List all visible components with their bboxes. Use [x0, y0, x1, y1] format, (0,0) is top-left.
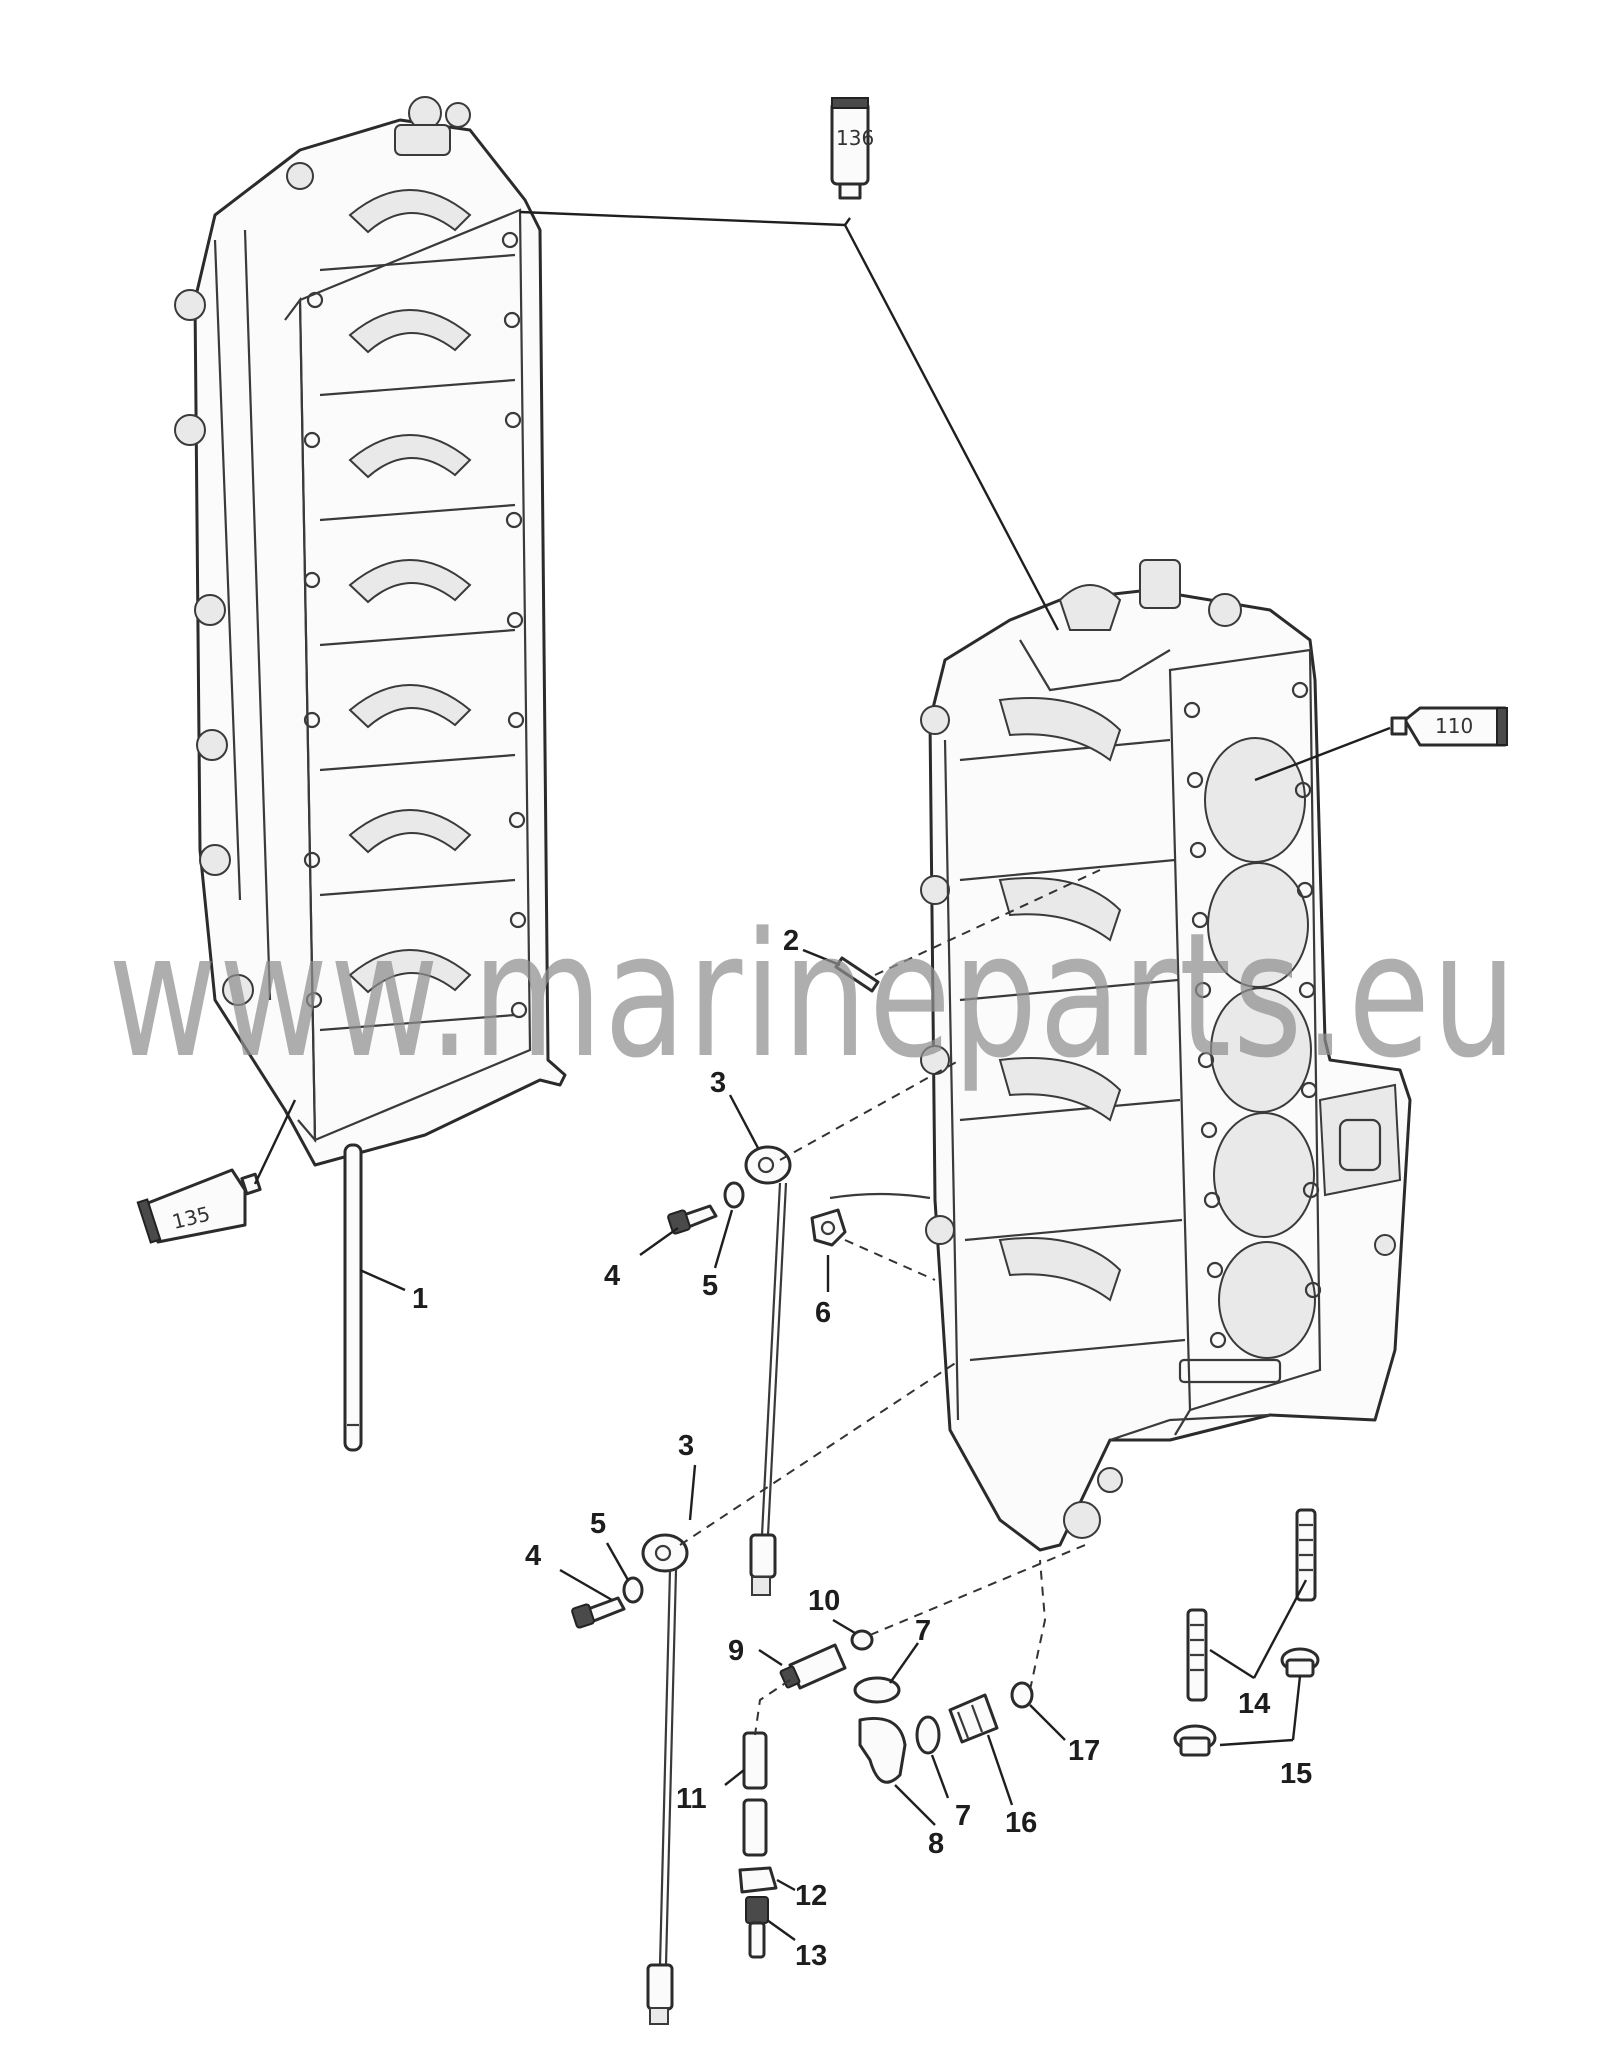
- callout-2: 2: [783, 925, 799, 957]
- callout-9: 9: [728, 1635, 744, 1667]
- part-4-bolt-lower: [571, 1596, 626, 1629]
- callout-16: 16: [1005, 1807, 1037, 1839]
- tube-label-136: 136: [836, 126, 874, 150]
- part-15-plugs: [1173, 1647, 1320, 1757]
- cylinder-block-right: [920, 559, 1412, 1552]
- cylinder-bores: [1204, 737, 1316, 1359]
- part-9-fitting: [779, 1643, 847, 1690]
- callout-4-upper: 4: [604, 1260, 620, 1292]
- callout-10: 10: [808, 1585, 840, 1617]
- callout-1: 1: [412, 1283, 428, 1315]
- alignment-lines: [679, 869, 1101, 1736]
- head-bolt-holes: [1183, 681, 1322, 1349]
- callout-7-lower: 7: [955, 1800, 971, 1832]
- sealant-tube-135: 135: [136, 1168, 262, 1244]
- part-7-clamp-lower: [915, 1715, 941, 1755]
- part-1-dowel-tube: [343, 1143, 363, 1452]
- sealant-tube-136: 136: [830, 97, 874, 200]
- part-12-clamp: [738, 1866, 778, 1894]
- part-10-o-ring: [850, 1629, 874, 1651]
- part-14-studs: [1186, 1508, 1317, 1702]
- part-16-fitting: [948, 1693, 999, 1744]
- callout-17: 17: [1068, 1735, 1100, 1767]
- sealant-tube-110: 110: [1390, 706, 1508, 747]
- callout-numbers: 1 2 3 4 5 6 3 5 4 10 9 7 17 16 7 8 11 12…: [412, 925, 1312, 1972]
- part-3-knock-sensor-upper: [744, 1145, 792, 1596]
- part-13-sender: [745, 1896, 769, 1959]
- part-3-knock-sensor-lower: [641, 1533, 689, 2025]
- main-bearing-saddles: [348, 189, 472, 994]
- crankcase-half-left: [174, 96, 567, 1167]
- callout-3-upper: 3: [710, 1067, 726, 1099]
- callout-8: 8: [928, 1828, 944, 1860]
- leader-lines: [253, 210, 1391, 1941]
- callout-15: 15: [1280, 1758, 1312, 1790]
- callout-4-lower: 4: [525, 1540, 541, 1572]
- part-17-o-ring: [1010, 1681, 1034, 1709]
- callout-3-lower: 3: [678, 1430, 694, 1462]
- part-5-washer-upper: [723, 1181, 745, 1209]
- callout-7-upper: 7: [915, 1615, 931, 1647]
- callout-5-lower: 5: [590, 1508, 606, 1540]
- part-8-elbow: [858, 1716, 907, 1784]
- part-7-clamp-upper: [853, 1676, 901, 1704]
- watermark-text: www.marineparts.eu: [108, 895, 1518, 1096]
- tube-label-110: 110: [1435, 714, 1473, 738]
- callout-5-upper: 5: [702, 1270, 718, 1302]
- part-5-washer-lower: [622, 1576, 644, 1604]
- part-6-sensor-clip: [810, 1192, 931, 1247]
- callout-13: 13: [795, 1940, 827, 1972]
- callout-11: 11: [676, 1783, 707, 1815]
- part-4-bolt-upper: [667, 1204, 718, 1235]
- flange-bolt-holes: [303, 231, 528, 1019]
- callout-14: 14: [1238, 1688, 1270, 1720]
- part-11-hose: [742, 1731, 768, 1857]
- callout-6: 6: [815, 1297, 831, 1329]
- callout-12: 12: [795, 1880, 827, 1912]
